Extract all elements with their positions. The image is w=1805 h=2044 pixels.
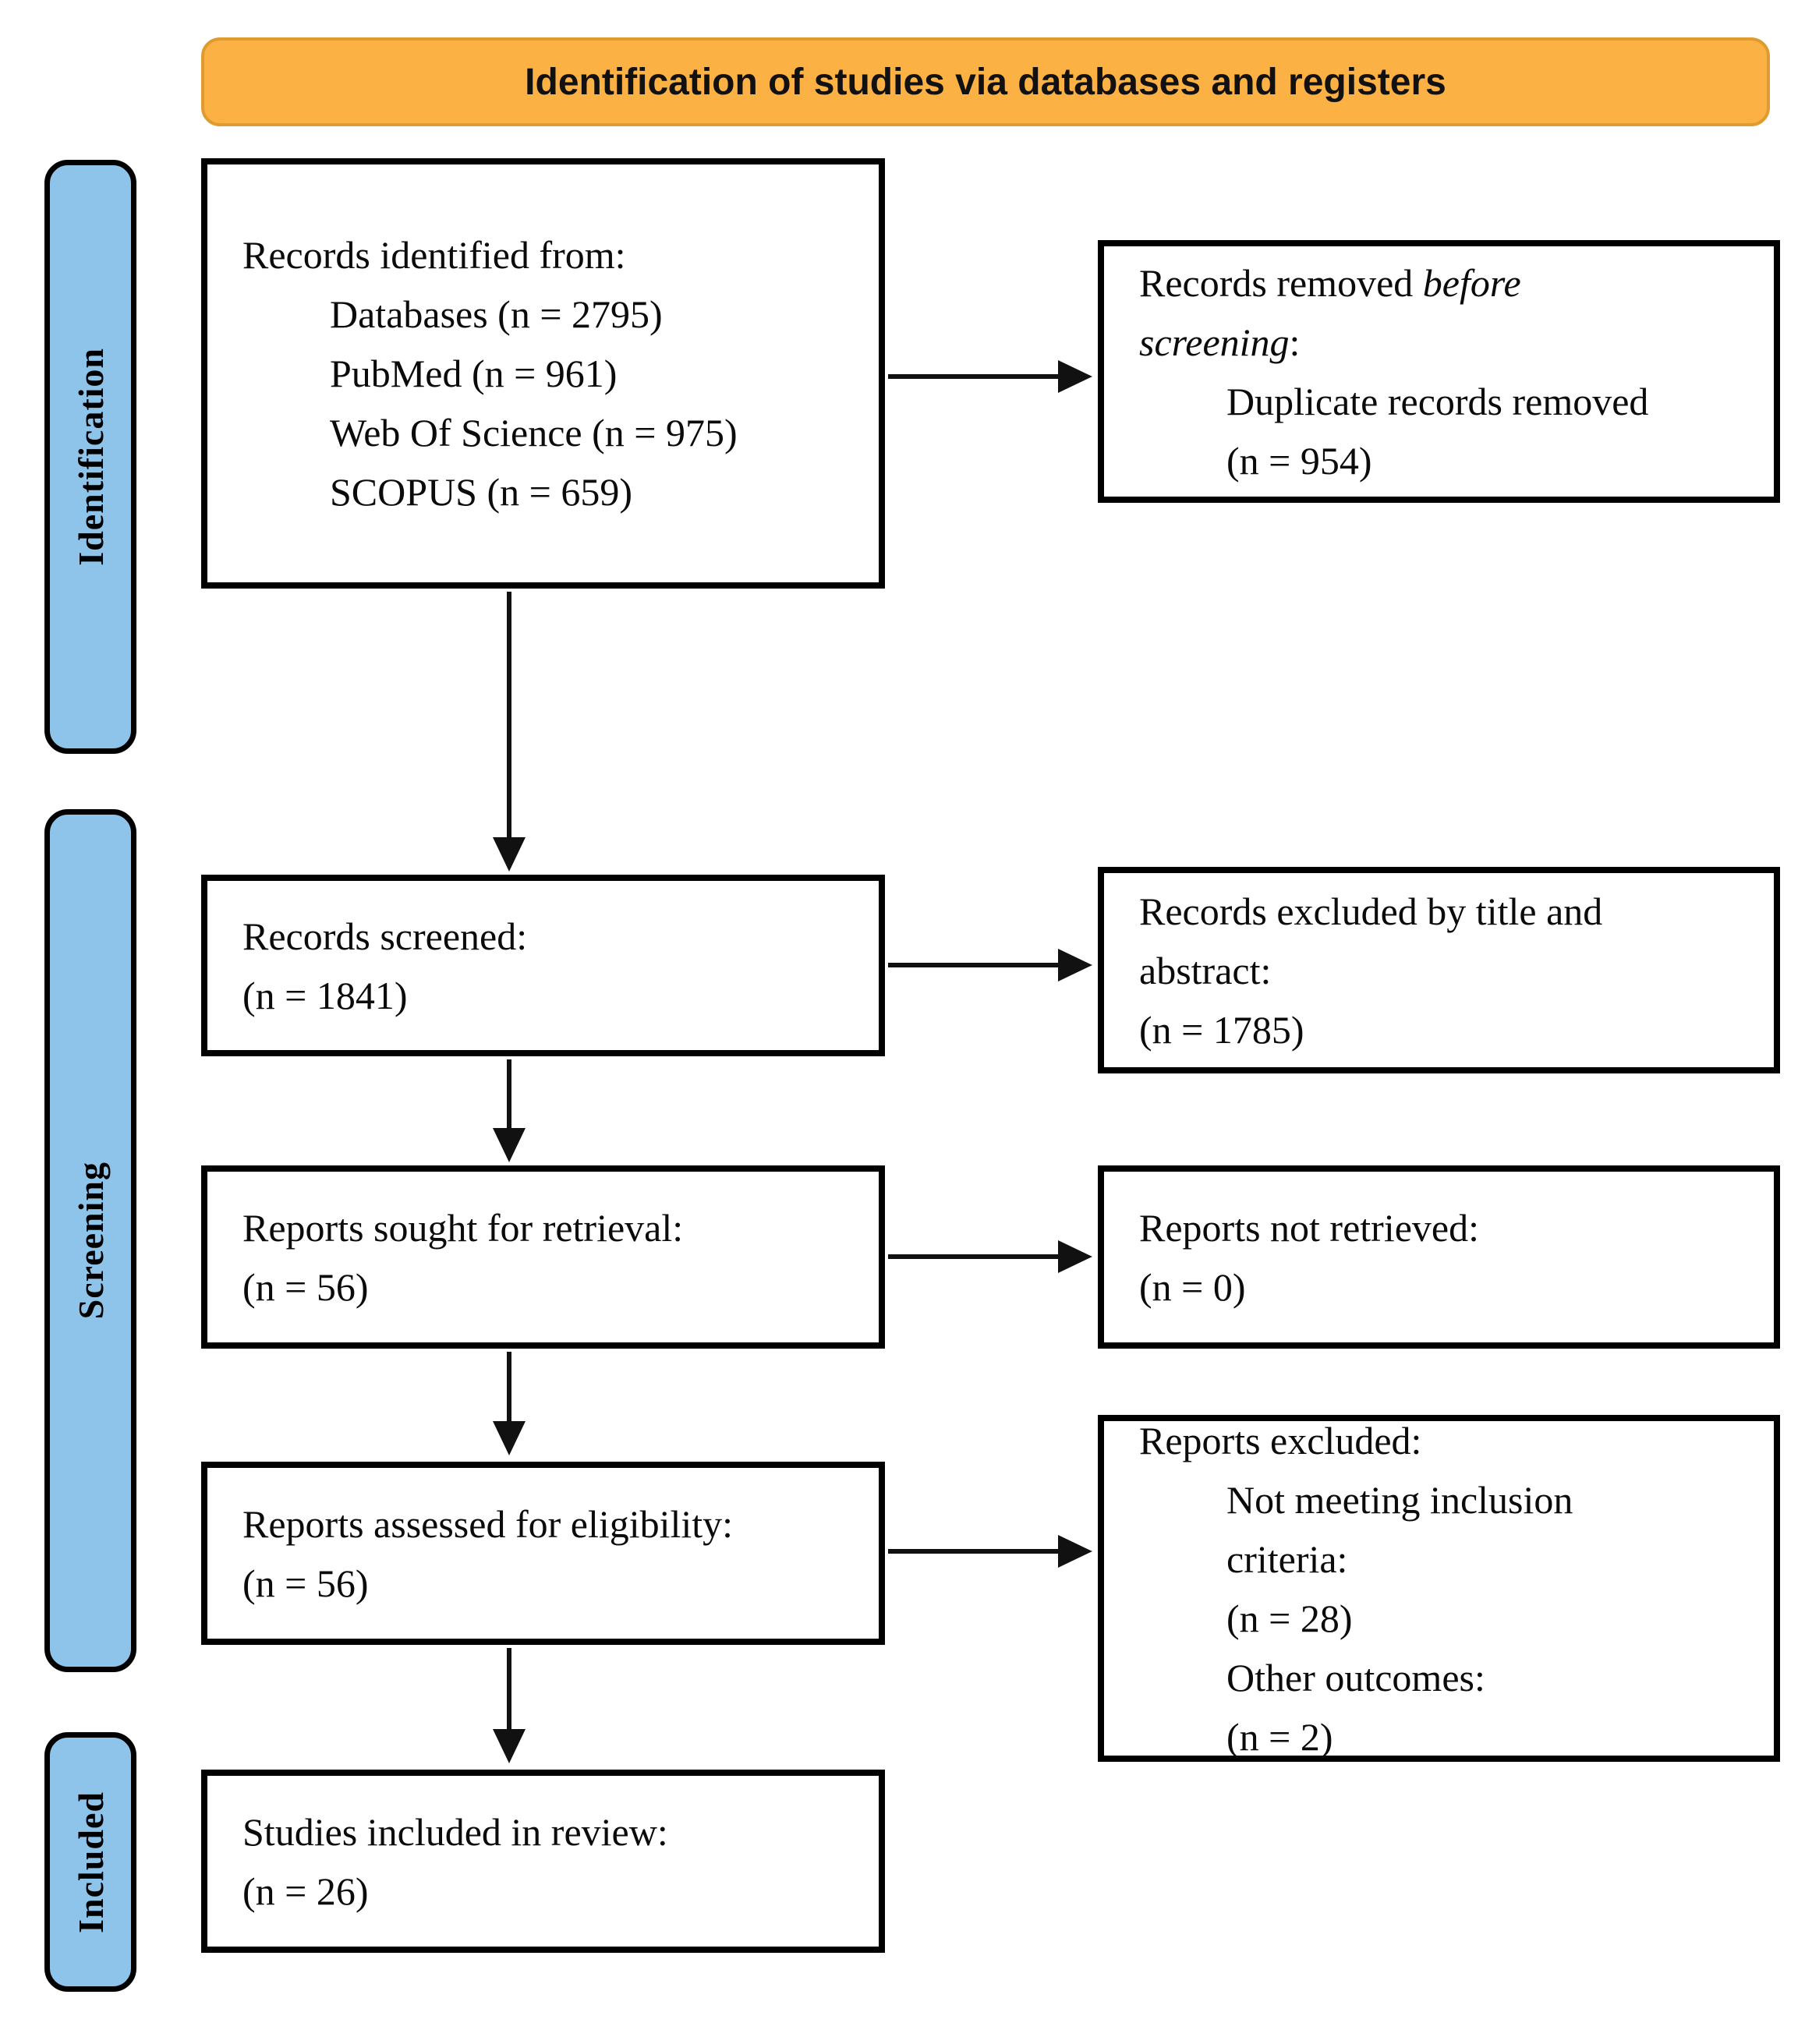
box-records-removed-before-screening: Records removed before screening: Duplicat…	[1098, 240, 1780, 503]
box-reports-assessed-for-eligibility: Reports assessed for eligibility: (n = 56…	[201, 1462, 885, 1645]
box-text-line: (n = 28)	[1226, 1596, 1353, 1640]
box-records-identified: Records identified from: Databases (n = 2…	[201, 158, 885, 589]
box-text-line: (n = 26)	[242, 1869, 369, 1913]
box-text-line: screening:	[1139, 320, 1301, 364]
box-text-line: Reports excluded:	[1139, 1418, 1422, 1462]
flow-arrow-head-down-icon	[493, 1128, 526, 1162]
box-reports-sought-for-retrieval: Reports sought for retrieval: (n = 56)	[201, 1165, 885, 1349]
box-studies-included-in-review: Studies included in review: (n = 26)	[201, 1770, 885, 1953]
box-text-line: (n = 2)	[1226, 1714, 1333, 1759]
box-reports-not-retrieved: Reports not retrieved: (n = 0)	[1098, 1165, 1780, 1349]
flow-arrow-line	[507, 1059, 511, 1131]
flow-arrow-head-right-icon	[1058, 1535, 1092, 1568]
box-text-line: Web Of Science (n = 975)	[330, 411, 738, 454]
box-text-line: Records removed before	[1139, 260, 1521, 305]
box-text-line: (n = 1841)	[242, 973, 408, 1017]
box-text-line: criteria:	[1226, 1537, 1348, 1581]
flow-arrow-line	[888, 1254, 1060, 1259]
stage-label-included: Included	[44, 1732, 136, 1992]
box-text-line: (n = 0)	[1139, 1264, 1246, 1309]
flow-arrow-head-down-icon	[493, 837, 526, 872]
stage-label-text: Identification	[70, 348, 111, 566]
box-records-screened: Records screened: (n = 1841)	[201, 875, 885, 1056]
box-text-line: Records identified from:	[242, 233, 626, 277]
box-text-line: PubMed (n = 961)	[330, 352, 618, 395]
box-text-line: Records screened:	[242, 914, 528, 958]
stage-label-text: Screening	[70, 1162, 111, 1320]
box-text-line: Reports sought for retrieval:	[242, 1205, 684, 1250]
stage-label-text: Included	[70, 1791, 111, 1933]
banner-title: Identification of studies via databases …	[525, 61, 1446, 103]
box-text-line: abstract:	[1139, 948, 1272, 992]
box-text-line: Reports not retrieved:	[1139, 1205, 1479, 1250]
flow-arrow-head-right-icon	[1058, 360, 1092, 393]
flow-arrow-head-down-icon	[493, 1729, 526, 1763]
flow-arrow-line	[888, 374, 1060, 379]
flow-arrow-line	[888, 963, 1060, 967]
box-text-line: Not meeting inclusion	[1226, 1477, 1573, 1522]
box-text-line: (n = 56)	[242, 1561, 369, 1605]
flow-arrow-head-right-icon	[1058, 1240, 1092, 1273]
stage-label-screening: Screening	[44, 809, 136, 1672]
section-banner: Identification of studies via databases …	[201, 37, 1770, 126]
flow-arrow-line	[507, 1352, 511, 1423]
box-text-line: Reports assessed for eligibility:	[242, 1501, 734, 1546]
flow-arrow-head-right-icon	[1058, 949, 1092, 981]
box-text-line: (n = 954)	[1226, 438, 1372, 483]
box-text-line: SCOPUS (n = 659)	[330, 470, 632, 514]
box-text-line: Records excluded by title and	[1139, 889, 1603, 933]
flow-arrow-line	[507, 592, 511, 840]
box-text-line: Databases (n = 2795)	[330, 292, 663, 336]
box-text-line: Duplicate records removed	[1226, 379, 1649, 423]
box-text-line: (n = 56)	[242, 1264, 369, 1309]
flow-arrow-line	[888, 1549, 1060, 1554]
box-reports-excluded: Reports excluded: Not meeting inclusion cr…	[1098, 1415, 1780, 1762]
box-records-excluded-title-abstract: Records excluded by title and abstract: (n…	[1098, 867, 1780, 1073]
stage-label-identification: Identification	[44, 160, 136, 754]
box-text-line: Studies included in review:	[242, 1809, 668, 1854]
flow-arrow-line	[507, 1648, 511, 1731]
box-text-line: Other outcomes:	[1226, 1655, 1485, 1699]
flow-arrow-head-down-icon	[493, 1421, 526, 1455]
box-text-line: (n = 1785)	[1139, 1007, 1304, 1052]
